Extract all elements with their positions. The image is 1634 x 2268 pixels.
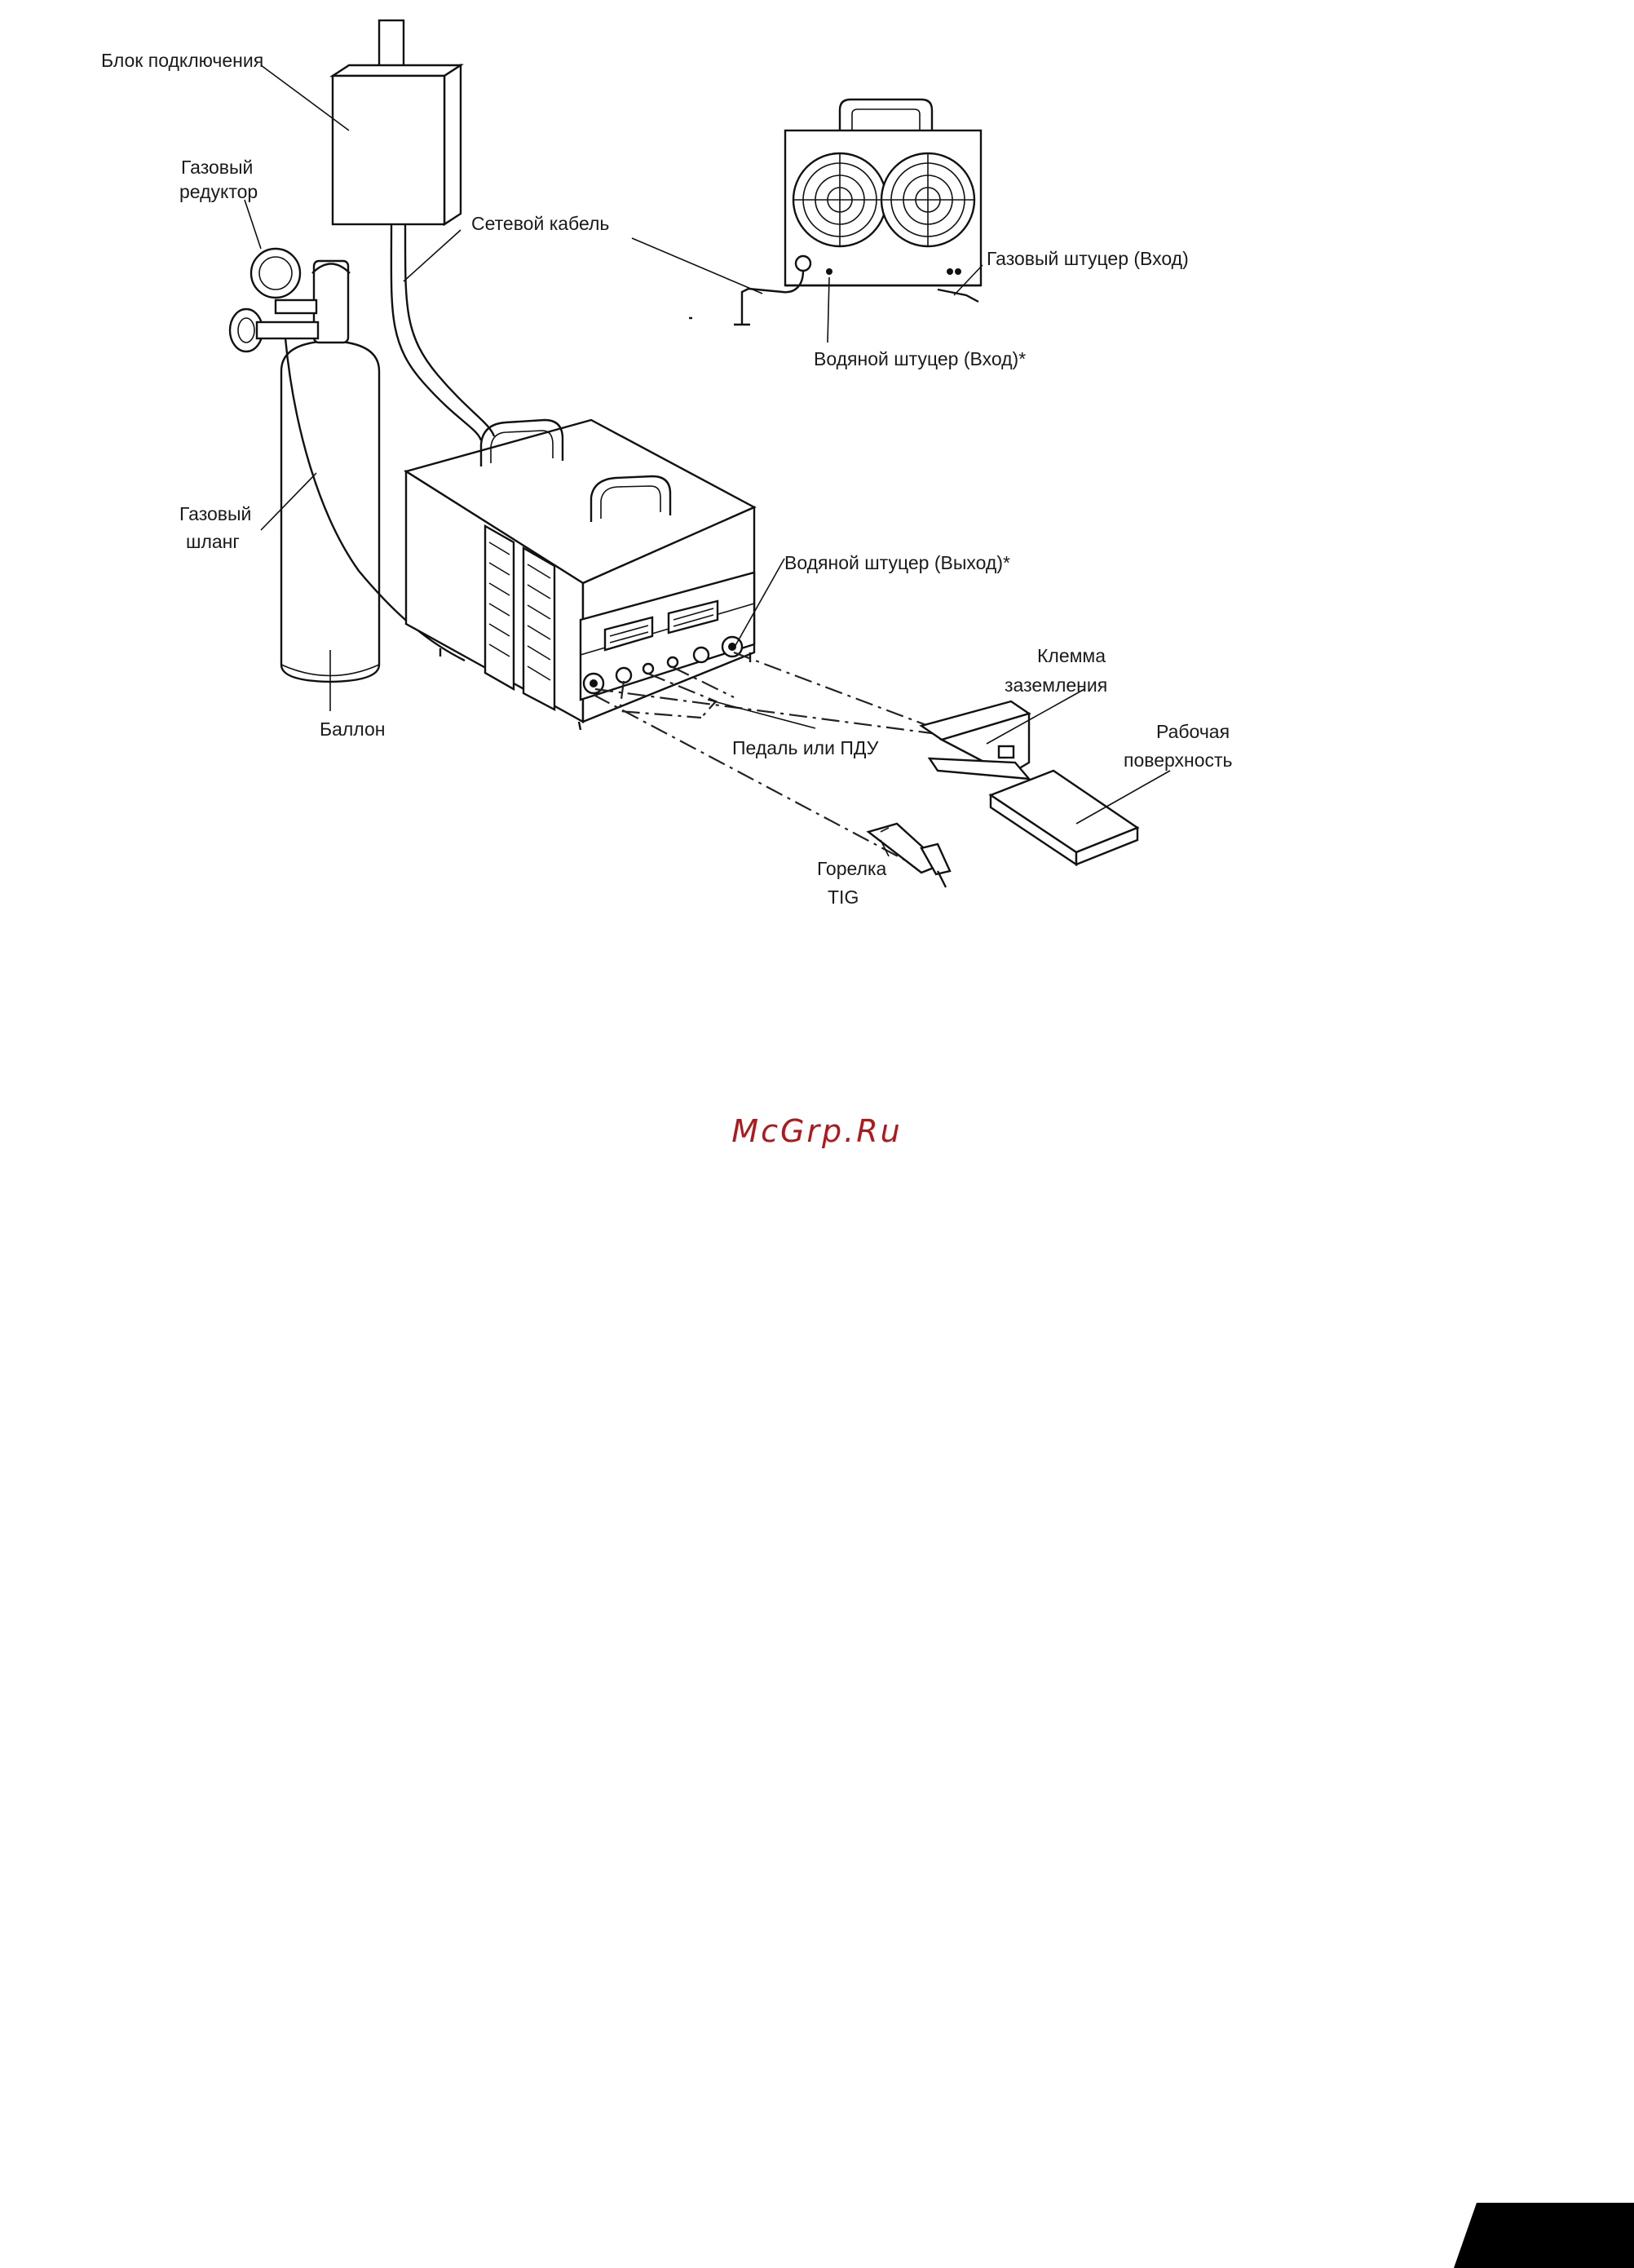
welding-machine: [406, 420, 754, 730]
label-gas-reducer-1: Газовый: [181, 157, 253, 178]
label-gas-reducer-2: редуктор: [179, 181, 258, 202]
label-gas-fitting-in: Газовый штуцер (Вход): [987, 248, 1189, 269]
mains-cable: [391, 224, 494, 440]
ground-clamp: [921, 701, 1029, 779]
label-torch-2: TIG: [828, 886, 859, 908]
label-ground-clamp-1: Клемма: [1037, 645, 1106, 666]
label-work-surface-1: Рабочая: [1156, 721, 1230, 742]
label-water-fitting-out: Водяной штуцер (Выход)*: [784, 552, 1010, 573]
label-connection-block: Блок подключения: [101, 50, 263, 71]
work-surface: [991, 771, 1137, 864]
page-corner-tab: [1454, 2203, 1634, 2268]
cooling-unit: [689, 99, 981, 325]
label-work-surface-2: поверхность: [1124, 749, 1233, 771]
cooling-fan-right: [881, 153, 974, 246]
label-mains-cable: Сетевой кабель: [471, 213, 609, 234]
label-ground-clamp-2: заземления: [1005, 674, 1107, 696]
connection-block: [333, 20, 461, 224]
label-gas-hose-1: Газовый: [179, 503, 251, 524]
label-torch-1: Горелка: [817, 858, 887, 879]
cooling-fan-left: [793, 153, 886, 246]
label-gas-hose-2: шланг: [186, 531, 240, 552]
label-pedal: Педаль или ПДУ: [732, 737, 879, 758]
label-cylinder: Баллон: [320, 718, 385, 740]
watermark: McGrp.Ru: [0, 1113, 1634, 1149]
gas-reducer: [230, 249, 318, 351]
label-water-fitting-in: Водяной штуцер (Вход)*: [814, 348, 1026, 369]
